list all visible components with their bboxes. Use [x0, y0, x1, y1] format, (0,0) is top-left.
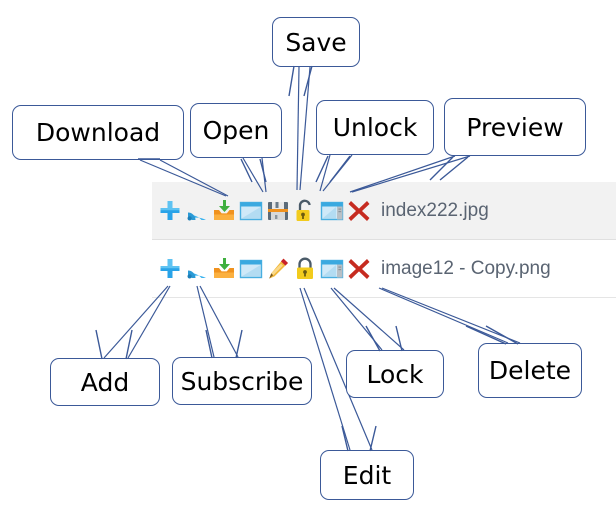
preview-icon[interactable]	[320, 199, 344, 223]
leader-add	[103, 285, 169, 359]
unlock-icon[interactable]	[293, 199, 317, 223]
leader-add-b	[127, 285, 171, 359]
file-row-1[interactable]: index222.jpg	[152, 182, 616, 240]
open-icon[interactable]	[239, 199, 263, 223]
edit-icon[interactable]	[266, 257, 290, 281]
download-icon[interactable]	[212, 257, 236, 281]
file-row-2-actions	[158, 257, 371, 281]
leader-open-b	[261, 157, 267, 193]
callout-save: Save	[272, 17, 360, 67]
file-name: index222.jpg	[381, 199, 489, 221]
callout-edit: Edit	[320, 450, 414, 500]
lock-icon[interactable]	[293, 257, 317, 281]
leader-download-b	[159, 159, 229, 197]
leader-save-b	[299, 66, 311, 191]
callout-lock: Lock	[346, 350, 444, 398]
file-row-1-actions	[158, 199, 371, 223]
leader-preview-b	[349, 155, 456, 193]
leader-open	[242, 157, 264, 193]
leader-delete-b	[381, 287, 521, 344]
callout-unlock: Unlock	[316, 100, 434, 155]
file-name: image12 - Copy.png	[381, 257, 551, 279]
save-icon[interactable]	[266, 199, 290, 223]
download-icon[interactable]	[212, 199, 236, 223]
leader-unlock-b	[319, 154, 331, 192]
leader-edit-b	[303, 287, 373, 451]
delete-icon[interactable]	[347, 199, 371, 223]
leader-preview	[351, 155, 471, 193]
callout-download: Download	[12, 105, 184, 160]
leader-unlock	[322, 154, 353, 192]
callout-subscribe: Subscribe	[172, 357, 312, 405]
leader-save	[296, 66, 300, 191]
delete-icon[interactable]	[347, 257, 371, 281]
preview-icon[interactable]	[320, 257, 344, 281]
subscribe-icon[interactable]	[185, 257, 209, 281]
callout-preview: Preview	[444, 98, 586, 156]
open-icon[interactable]	[239, 257, 263, 281]
leader-delete	[378, 287, 509, 344]
callout-add: Add	[50, 358, 160, 406]
callout-delete: Delete	[478, 343, 582, 398]
leader-download	[139, 159, 227, 197]
add-icon[interactable]	[158, 257, 182, 281]
add-icon[interactable]	[158, 199, 182, 223]
subscribe-icon[interactable]	[185, 199, 209, 223]
leader-lock-b	[333, 287, 405, 351]
callout-open: Open	[190, 103, 282, 158]
leader-edit	[299, 287, 351, 451]
leader-lock	[330, 287, 383, 351]
file-list: index222.jpg	[152, 182, 616, 298]
file-row-2[interactable]: image12 - Copy.png	[152, 240, 616, 298]
